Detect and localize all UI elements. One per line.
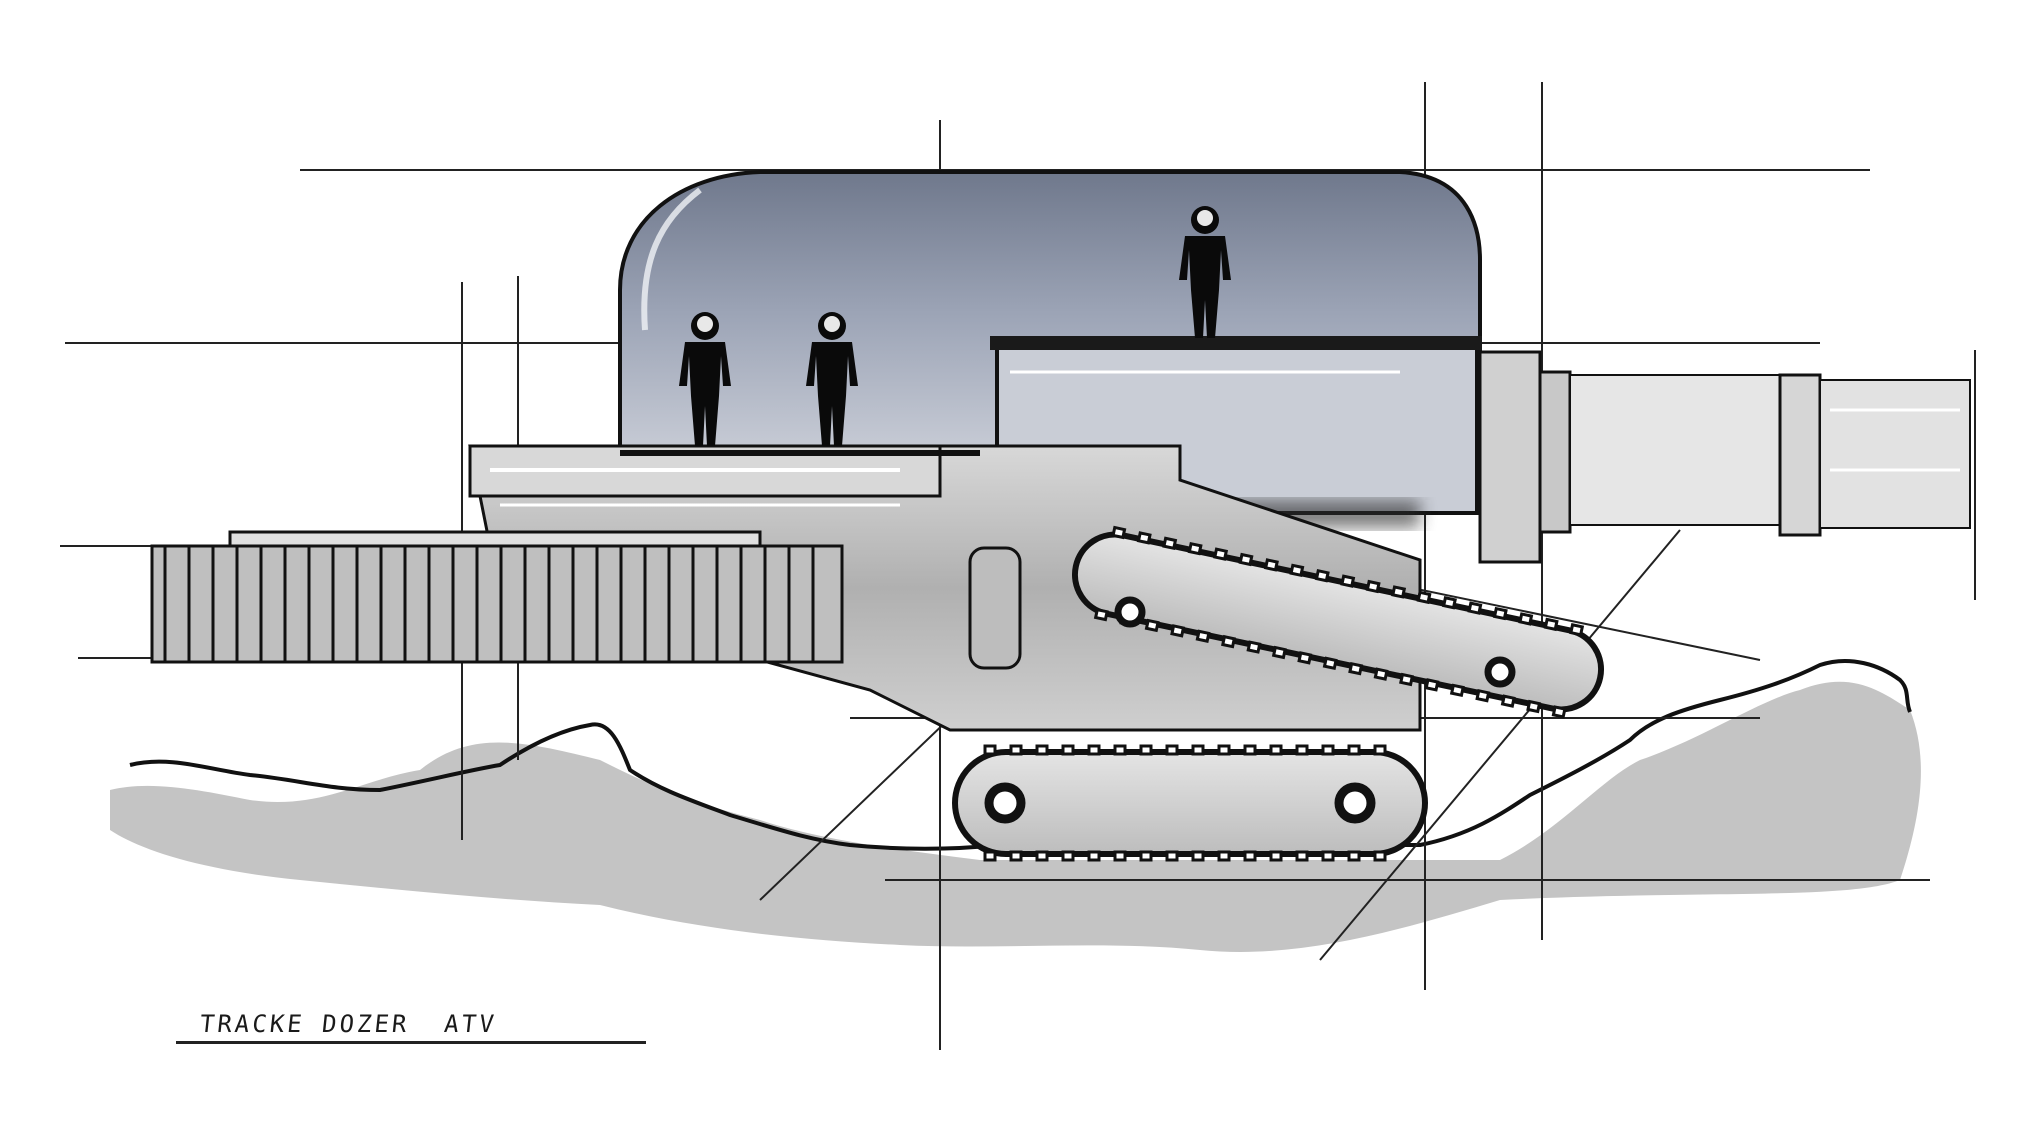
astronaut-figure-icon — [679, 312, 731, 446]
track-wheel-icon — [1484, 656, 1516, 688]
hatch-door — [968, 546, 1022, 670]
track-wheel-icon — [1334, 782, 1376, 824]
upper-track — [1071, 525, 1605, 719]
caption: TRACKE DOZER ATV — [176, 1006, 646, 1046]
lower-track — [952, 744, 1428, 862]
ground-shadow — [110, 681, 1921, 952]
ground-terrain-line — [129, 658, 1912, 851]
railing-posts — [163, 546, 815, 662]
track-wheel-icon — [1114, 596, 1146, 628]
astronaut-figure-icon — [1179, 206, 1231, 338]
lower-track-teeth — [983, 744, 1387, 862]
track-wheel-icon — [984, 782, 1026, 824]
front-railing — [150, 530, 844, 664]
astronaut-figure-icon — [806, 312, 858, 446]
cabin-floor — [620, 450, 980, 456]
rear-boom — [1478, 350, 1971, 564]
sketch-title: TRACKE DOZER ATV — [198, 1010, 499, 1038]
caption-underline — [176, 1041, 646, 1044]
upper-track-teeth — [1093, 525, 1585, 719]
